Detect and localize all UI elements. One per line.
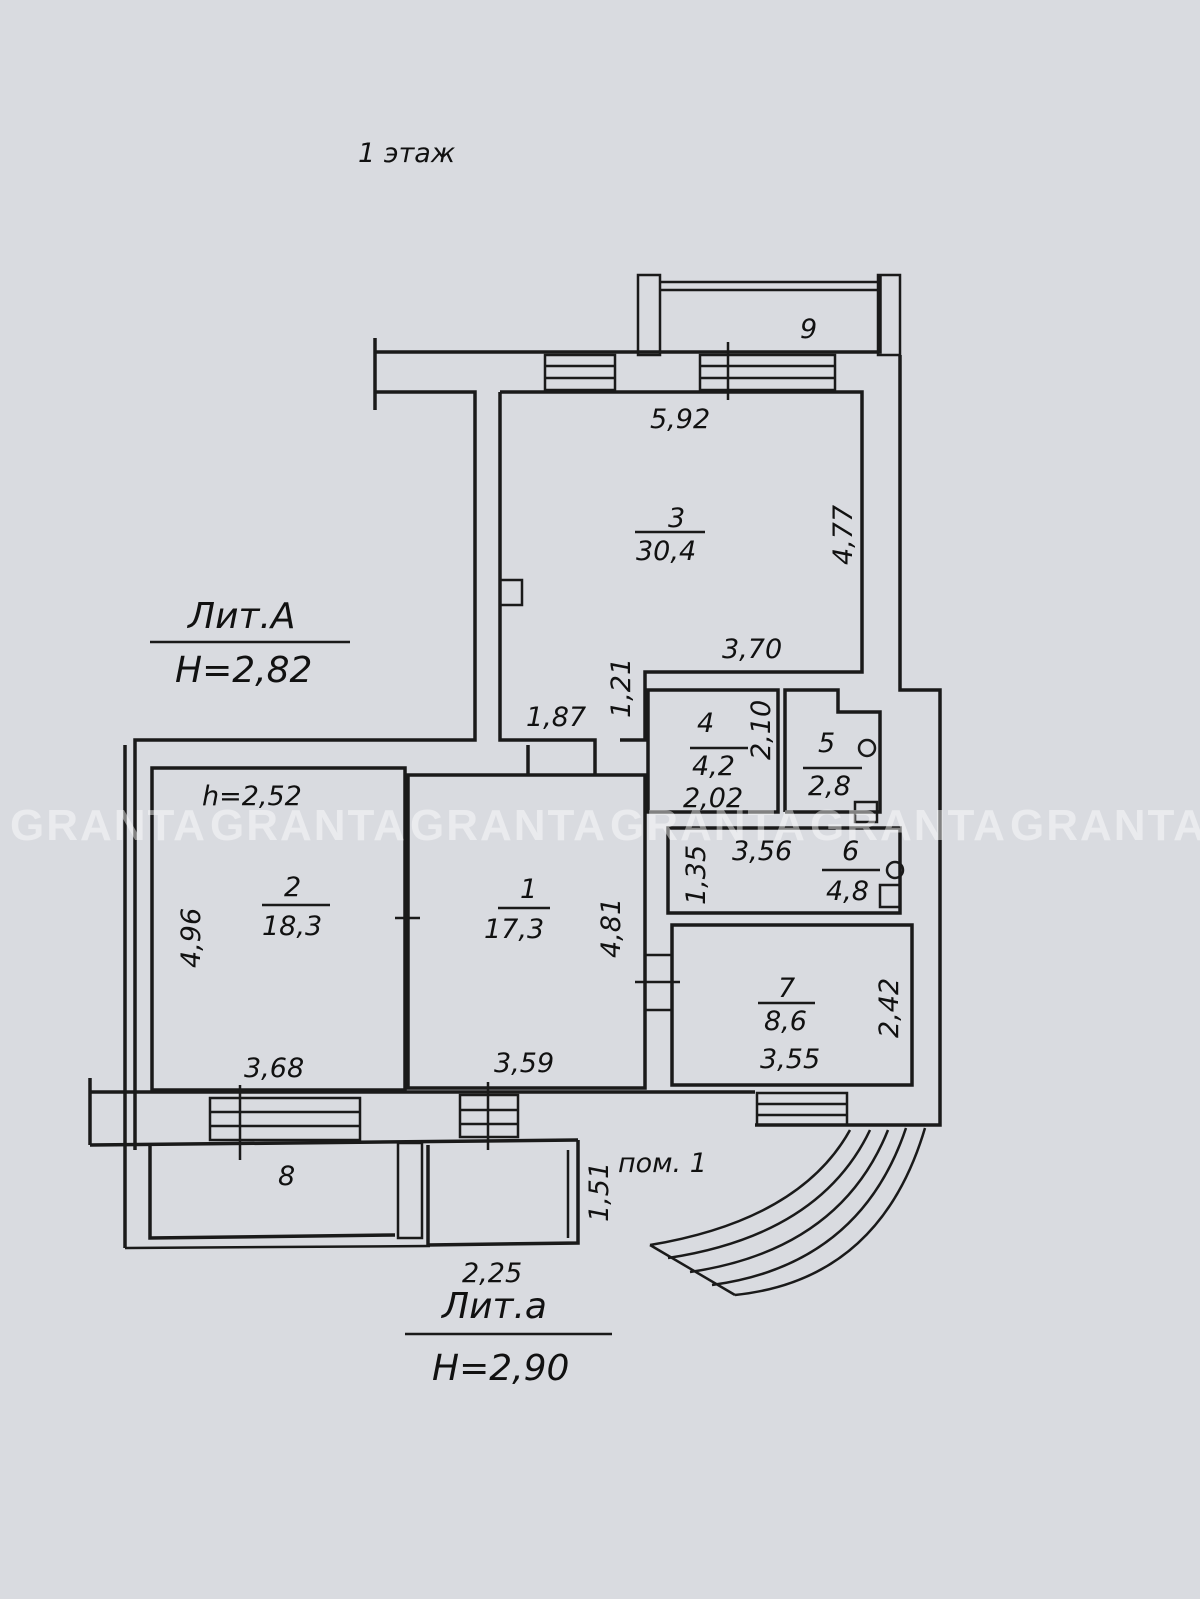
lit-a-small-label: Лит.а [440,1286,547,1327]
room-7-number: 7 [778,973,795,1004]
room-7-area: 8,6 [764,1006,807,1037]
bathtub-icon [878,883,902,909]
room-1: 1 17,3 4,81 3,59 [406,773,647,1090]
room-3-dim-side: 4,77 [828,505,859,565]
entrance-steps [649,1127,927,1297]
watermark-text: GRANTA [210,801,407,850]
room-2: h=2,52 2 18,3 4,96 3,68 [150,766,420,1092]
room-1-dim-height: 4,81 [596,898,627,958]
room-6: 3,56 6 4,8 1,35 [666,826,905,915]
room-7: 7 8,6 2,42 3,55 [635,923,914,1087]
lit-a-small-height: Н=2,90 [432,1348,569,1389]
room-8-dim-width: 2,25 [462,1258,522,1289]
room-6-number: 6 [842,836,859,867]
room-6-dim-width: 3,56 [732,836,792,867]
lit-a-height: Н=2,82 [175,650,312,691]
corridor-dim-height: 1,21 [606,658,637,718]
watermark-text: GRANTA [10,801,207,850]
room-4-dim-width: 2,02 [683,783,743,814]
room-4: 4 4,2 2,10 2,02 [646,688,780,814]
room-3: 5,92 3 30,4 4,77 3,70 1,87 1,21 [500,390,864,742]
floor-title: 1 этаж [358,138,456,169]
room-7-dim-height: 2,42 [874,978,905,1038]
room-5: 5 2,8 [783,688,882,824]
room-9-number: 9 [800,314,817,345]
room-4-area: 4,2 [692,751,735,782]
room-5-area: 2,8 [808,771,851,802]
walls [88,275,942,1248]
watermark-text: GRANTA [810,801,1007,850]
premises-label: пом. 1 [618,1148,707,1179]
room-5-number: 5 [818,728,835,759]
watermark-text: GRANTA [1010,801,1200,850]
room-1-area: 17,3 [484,914,544,945]
lit-a-label: Лит.А [186,596,296,637]
room-3-dim-bottom: 3,70 [722,634,782,665]
toilet-icon [885,860,905,880]
windows [208,342,849,1160]
room-1-dim-width: 3,59 [494,1048,554,1079]
watermark-text: GRANTA [610,801,807,850]
watermark-text: GRANTA [410,801,607,850]
room-8: 8 1,51 2,25 пом. 1 [124,1140,707,1289]
watermark: GRANTA GRANTA GRANTA GRANTA GRANTA GRANT… [10,801,1200,850]
room-8-number: 8 [278,1161,295,1192]
room-1-number: 1 [520,874,537,905]
corridor-dim-width: 1,87 [526,702,586,733]
room-6-area: 4,8 [826,876,869,907]
toilet-icon [857,738,877,758]
room-8-dim-height: 1,51 [584,1162,615,1222]
room-2-dim-height: 4,96 [176,908,207,968]
room-4-number: 4 [697,708,714,739]
room-2-number: 2 [284,872,301,903]
room-3-number: 3 [668,503,685,534]
room-2-ceiling-height: h=2,52 [202,781,302,812]
room-3-dim-top: 5,92 [650,404,710,435]
sink-icon [853,800,879,824]
room-4-dim-height: 2,10 [746,700,777,760]
room-7-dim-width: 3,55 [760,1044,820,1075]
room-6-dim-height: 1,35 [681,845,712,905]
room-3-area: 30,4 [636,536,696,567]
room-2-dim-width: 3,68 [244,1053,304,1084]
balcony-9: 9 [636,273,902,357]
room-2-area: 18,3 [262,911,322,942]
